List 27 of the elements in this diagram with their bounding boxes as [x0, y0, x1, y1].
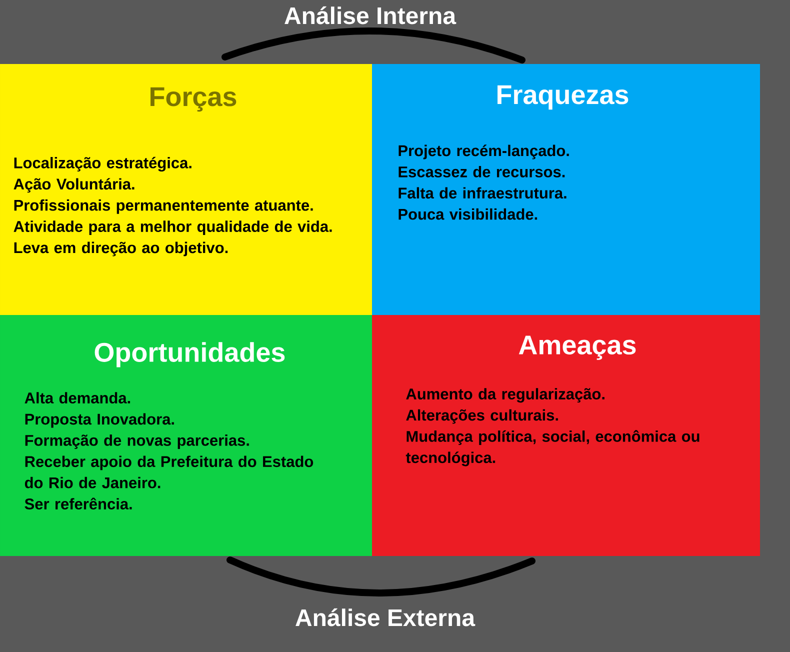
list-item: Escassez de recursos. — [398, 166, 565, 178]
list-item: Ser referência. — [24, 498, 132, 510]
list-item: Projeto recém-lançado. — [398, 144, 569, 160]
quadrant-heading: Oportunidades — [94, 342, 285, 368]
list-item: Alterações culturais. — [406, 409, 558, 424]
quadrant-box — [0, 64, 372, 315]
quadrant-box — [372, 315, 760, 556]
list-item: Mudança política, social, econômica ou tecnológica. — [406, 430, 700, 466]
section-label: Análise Interna — [284, 6, 456, 24]
quadrant-heading: Fraquezas — [498, 85, 628, 110]
list-item: Ação Voluntária. — [14, 178, 134, 193]
list-item: Atividade para a melhor qualidade de vida. — [14, 220, 332, 236]
list-item: Profissionais permanentemente atuante. — [14, 199, 313, 214]
list-item: Proposta Inovadora. — [25, 413, 174, 428]
list-item: Aumento da regularização. — [406, 388, 604, 403]
quadrant-heading: Forças — [150, 87, 236, 112]
list-item: Localização estratégica. — [14, 156, 192, 172]
quadrant-box — [0, 315, 372, 556]
quadrant-box — [372, 64, 760, 315]
list-item: Leva em direção ao objetivo. — [14, 242, 228, 256]
list-item: Alta demanda. — [24, 392, 130, 404]
list-item: Formação de novas parcerias. — [25, 434, 249, 449]
section-label: Análise Externa — [296, 608, 476, 626]
quadrant-heading: Ameaças — [518, 336, 636, 360]
list-item: Receber apoio da Prefeitura do Estado do Rio de Janeiro. — [24, 456, 314, 488]
list-item: Falta de infraestrutura. — [398, 187, 566, 199]
list-item: Pouca visibilidade. — [398, 208, 538, 220]
